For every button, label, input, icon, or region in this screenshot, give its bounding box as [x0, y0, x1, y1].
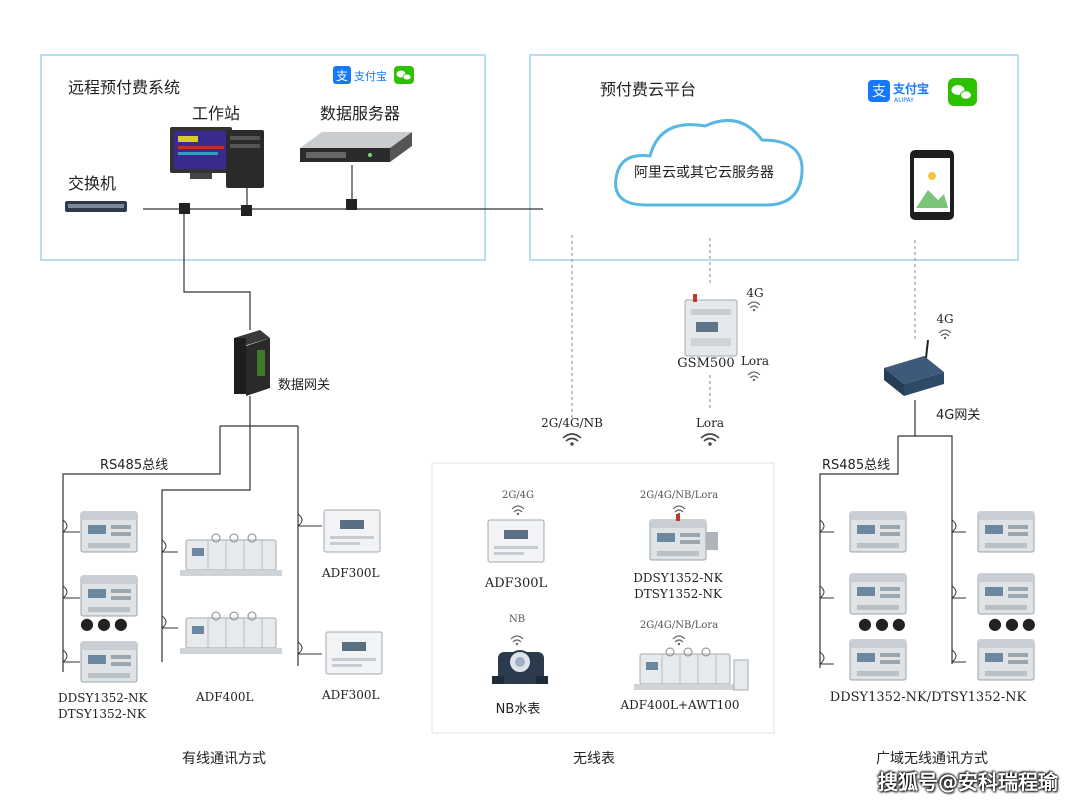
wireless-water-tag: NB	[508, 614, 526, 625]
wan-dots-left: ●●●	[858, 614, 909, 633]
signal-icon-adf300l	[511, 505, 525, 516]
cloud-platform-title: 预付费云平台	[600, 80, 697, 99]
wireless-meters-panel	[431, 462, 775, 734]
workstation-label: 工作站	[192, 104, 241, 123]
alipay-logo: 支 支付宝	[333, 66, 387, 84]
wired-adf300l-bottom-label: ADF300L	[322, 688, 380, 702]
wireless-adf400l-label: ADF400L+AWT100	[620, 698, 740, 712]
remote-system-title: 远程预付费系统	[68, 78, 181, 97]
wireless-water-label: NB水表	[495, 702, 541, 717]
wired-adf400l-label: ADF400L	[196, 690, 254, 704]
workstation-icon	[170, 127, 264, 188]
wireless-adf300l-label: ADF300L	[484, 576, 548, 591]
wan-section-title: 广域无线通讯方式	[876, 751, 988, 767]
wired-section-title: 有线通讯方式	[182, 751, 266, 767]
svg-text:ALIPAY: ALIPAY	[894, 97, 914, 104]
signal-icon-water	[510, 635, 524, 646]
data-server-icon	[300, 132, 412, 162]
cloud-server-icon	[614, 118, 804, 207]
wired-ddsy-label: DDSY1352-NK DTSY1352-NK	[58, 691, 148, 721]
wired-dots: ●●●	[80, 614, 131, 633]
svg-text:支付宝: 支付宝	[892, 81, 929, 96]
meter-ddsy-3	[80, 641, 138, 683]
gsm500-icon	[684, 294, 738, 357]
wireless-adf400l-meter	[633, 647, 749, 691]
wireless-ddsy-label: DDSY1352-NK DTSY1352-NK	[633, 571, 723, 601]
wan-meter-6	[977, 639, 1035, 681]
wireless-2g4gnb-label: 2G/4G/NB	[541, 416, 603, 430]
wan-meters-label: DDSY1352-NK/DTSY1352-NK	[829, 690, 1027, 705]
wechat-logo	[394, 66, 414, 84]
wired-adf300l-top-label: ADF300L	[322, 566, 380, 580]
signal-icon-lora	[700, 433, 720, 447]
meter-ddsy-1	[80, 511, 138, 553]
wireless-ddsy-meter	[649, 514, 718, 561]
signal-icon-ddsy	[672, 505, 686, 516]
gateway-4g-icon	[884, 339, 944, 396]
wan-dots-right: ●●●	[988, 614, 1039, 633]
wan-meter-4	[977, 511, 1035, 553]
wireless-adf300l	[487, 519, 545, 563]
wan-bus-label: RS485总线	[822, 458, 891, 473]
data-gateway-label: 数据网关	[278, 378, 331, 393]
wan-meter-3	[849, 639, 907, 681]
meter-adf300l-2	[325, 631, 383, 675]
phone-icon	[910, 150, 954, 220]
signal-icon-gateway-4g	[938, 329, 952, 340]
switch-label: 交换机	[68, 174, 117, 193]
wechat-logo-cloud	[948, 78, 977, 106]
meter-adf400l-2	[179, 611, 283, 655]
watermark: 搜狐号@安科瑞程瑜	[878, 770, 1058, 794]
nb-water-meter-icon	[492, 650, 548, 684]
remote-system-panel	[40, 54, 486, 261]
svg-text:支: 支	[336, 69, 348, 83]
wireless-adf300l-tag: 2G/4G	[501, 490, 535, 501]
svg-text:支: 支	[872, 84, 886, 100]
wireless-lora-label: Lora	[695, 416, 725, 430]
meter-adf400l-1	[179, 533, 283, 577]
gsm500-label: GSM500	[677, 356, 735, 371]
signal-icon-gsm-4g	[747, 301, 761, 312]
cloud-platform-panel	[529, 54, 1019, 261]
wan-meter-1	[849, 511, 907, 553]
signal-icon-gsm-lora	[747, 371, 761, 382]
signal-icon-adf400l	[672, 635, 686, 646]
wireless-ddsy-tag: 2G/4G/NB/Lora	[639, 490, 719, 501]
gateway-4g-signal-label: 4G	[936, 312, 954, 326]
switch-icon	[65, 201, 127, 212]
wireless-section-title: 无线表	[573, 751, 615, 767]
data-server-label: 数据服务器	[320, 104, 401, 123]
meter-ddsy-2	[80, 575, 138, 617]
wan-meter-2	[849, 573, 907, 615]
alipay-logo-cloud: 支 支付宝 ALIPAY	[868, 80, 929, 104]
gsm500-lora-label: Lora	[740, 354, 770, 368]
svg-text:支付宝: 支付宝	[354, 69, 387, 83]
signal-icon-2g4gnb	[562, 433, 582, 447]
meter-adf300l-1	[323, 509, 381, 553]
gateway-4g-label: 4G网关	[936, 408, 981, 423]
wireless-adf400l-tag: 2G/4G/NB/Lora	[639, 620, 719, 631]
wired-bus-label: RS485总线	[100, 458, 169, 473]
cloud-server-label: 阿里云或其它云服务器	[634, 165, 774, 181]
gsm500-4g-label: 4G	[746, 286, 764, 300]
wan-meter-5	[977, 573, 1035, 615]
data-gateway-icon	[234, 330, 270, 396]
